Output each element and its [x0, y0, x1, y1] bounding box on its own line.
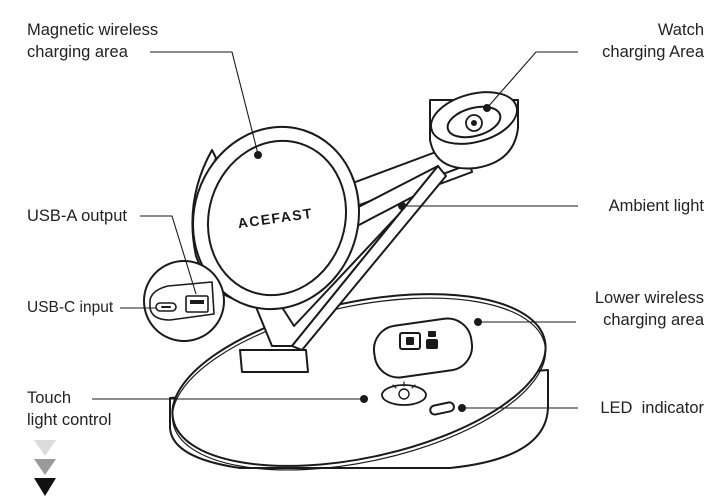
watch-puck-icon	[465, 114, 483, 132]
dot-magnetic	[254, 151, 262, 159]
dot-watch	[483, 104, 491, 112]
label-magnetic-line2: charging area	[27, 43, 128, 61]
led-indicator	[429, 401, 455, 416]
leader-usba	[140, 215, 197, 295]
phone-watch-charging-icon	[399, 331, 438, 350]
watch-charger	[429, 91, 519, 170]
lower-charging-pad	[372, 317, 474, 379]
magnetic-charger	[191, 125, 361, 311]
label-magnetic-wireless: Magnetic wireless charging area	[27, 19, 158, 63]
label-touch-line1: Touch	[27, 389, 72, 407]
label-usb-c-input: USB-C input	[27, 299, 114, 316]
label-lower-line2: charging area	[603, 311, 704, 329]
label-watch-line1: Watch	[657, 21, 704, 39]
leader-watch	[486, 51, 578, 109]
label-led-indicator: LED indicator	[600, 399, 704, 417]
dot-ambient	[398, 202, 406, 210]
dot-touch	[360, 395, 368, 403]
label-ambient-light: Ambient light	[608, 197, 704, 215]
dot-led	[458, 404, 466, 412]
label-lower-wireless: Lower wireless charging area	[595, 287, 704, 331]
label-watch-charging: Watch charging Area	[602, 19, 704, 63]
label-watch-line2: charging Area	[602, 43, 704, 61]
port-inset	[143, 260, 225, 342]
down-arrow-light	[34, 440, 56, 456]
down-arrow-icon	[34, 440, 56, 496]
touch-light-icon	[381, 381, 427, 406]
usb-c-port-icon	[155, 302, 177, 312]
label-usb-a-output: USB-A output	[27, 207, 127, 225]
usb-a-port-icon	[185, 295, 209, 313]
label-touch-line2: light control	[27, 411, 112, 429]
label-magnetic-line1: Magnetic wireless	[27, 21, 159, 39]
down-arrow-dark	[34, 478, 56, 496]
down-arrow-mid	[34, 459, 56, 475]
label-lower-line1: Lower wireless	[594, 289, 704, 307]
label-touch-light-control: Touch light control	[27, 387, 111, 431]
dot-lower	[474, 318, 482, 326]
leader-magnetic	[150, 51, 259, 155]
